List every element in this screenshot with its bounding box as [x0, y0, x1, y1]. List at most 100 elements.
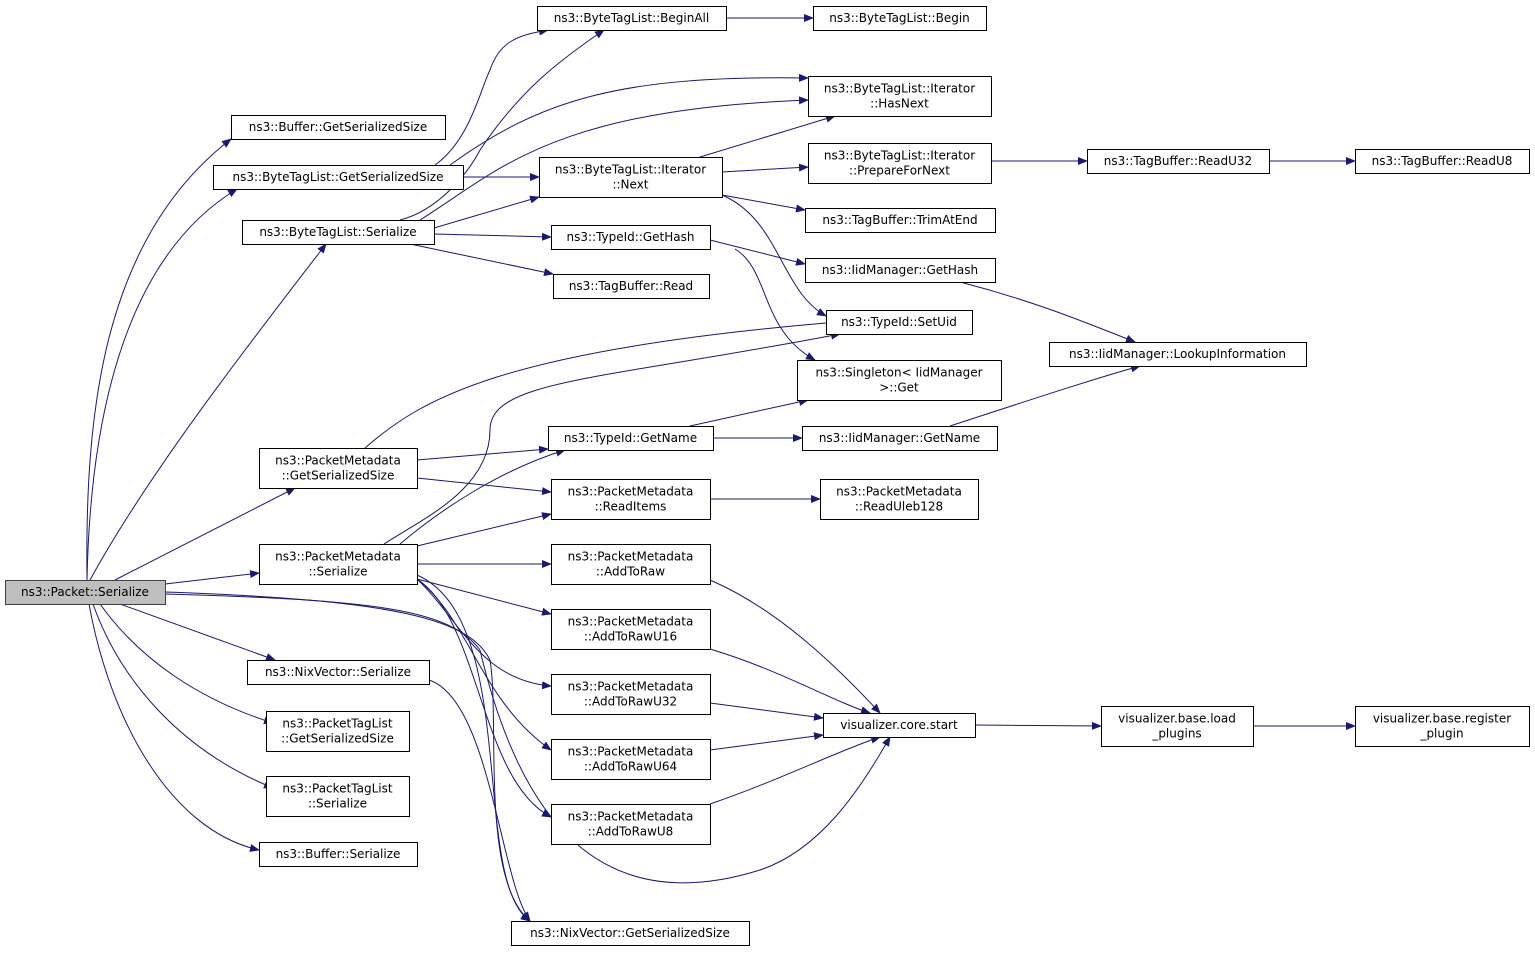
node-label: visualizer.core.start	[840, 718, 958, 732]
function-node-buffer_getsersize[interactable]: ns3::Buffer::GetSerializedSize	[231, 115, 446, 140]
function-node-typeid_getname[interactable]: ns3::TypeId::GetName	[548, 426, 714, 451]
call-edge-pm_serialize-to-pm_addtorawu16	[416, 578, 552, 616]
function-node-tb_read[interactable]: ns3::TagBuffer::Read	[553, 274, 710, 299]
call-edge-packet_serialize-to-pm_getsersize	[114, 487, 296, 581]
node-box	[266, 776, 410, 817]
node-box	[553, 274, 710, 299]
node-label: ns3::TypeId::SetUid	[841, 315, 957, 329]
call-edge-btl_serialize-to-tb_read	[409, 243, 554, 277]
call-edge-iid_getname-to-iid_lookup	[949, 364, 1141, 427]
function-node-btl_begin[interactable]: ns3::ByteTagList::Begin	[813, 6, 987, 31]
function-node-pm_addtorawu16[interactable]: ns3::PacketMetadata::AddToRawU16	[551, 609, 711, 650]
function-node-iid_getname[interactable]: ns3::IidManager::GetName	[802, 426, 998, 451]
node-label: ns3::ByteTagList::Iterator	[824, 82, 975, 96]
function-node-iid_lookup[interactable]: ns3::IidManager::LookupInformation	[1049, 342, 1307, 367]
function-node-pm_serialize[interactable]: ns3::PacketMetadata::Serialize	[259, 544, 418, 585]
node-box	[551, 674, 711, 715]
node-box	[823, 713, 976, 738]
node-label: ns3::Packet::Serialize	[21, 585, 149, 599]
node-label: ::ReadItems	[595, 500, 667, 514]
function-node-tb_readu8[interactable]: ns3::TagBuffer::ReadU8	[1355, 149, 1530, 174]
function-node-typeid_setuid[interactable]: ns3::TypeId::SetUid	[826, 310, 973, 335]
node-label: ns3::ByteTagList::BeginAll	[554, 11, 709, 25]
call-edge-typeid_getname-to-singleton_get	[689, 398, 809, 427]
call-edge-btl_serialize-to-btl_beginall	[399, 29, 605, 221]
function-node-nix_serialize[interactable]: ns3::NixVector::Serialize	[247, 660, 430, 685]
function-node-pm_readitems[interactable]: ns3::PacketMetadata::ReadItems	[551, 479, 711, 520]
node-label: ns3::PacketMetadata	[836, 485, 962, 499]
node-label: ns3::NixVector::Serialize	[265, 665, 411, 679]
function-node-btl_getsersize[interactable]: ns3::ByteTagList::GetSerializedSize	[213, 165, 464, 190]
nodes-layer: ns3::Packet::Serialize ns3::Buffer::GetSe…	[5, 6, 1530, 946]
function-node-ptl_serialize[interactable]: ns3::PacketTagList::Serialize	[266, 776, 410, 817]
node-label: ::Serialize	[308, 565, 367, 579]
function-node-ptl_getsersize[interactable]: ns3::PacketTagList::GetSerializedSize	[266, 711, 410, 752]
function-node-pm_addtorawu32[interactable]: ns3::PacketMetadata::AddToRawU32	[551, 674, 711, 715]
function-node-iid_gethash[interactable]: ns3::IidManager::GetHash	[805, 258, 996, 283]
node-label: ::GetSerializedSize	[282, 469, 395, 483]
node-box	[797, 360, 1002, 401]
function-node-typeid_gethash[interactable]: ns3::TypeId::GetHash	[551, 225, 711, 250]
node-box	[805, 208, 996, 233]
function-node-pm_addtorawu64[interactable]: ns3::PacketMetadata::AddToRawU64	[551, 739, 711, 780]
node-label: visualizer.base.register	[1373, 712, 1511, 726]
node-box	[511, 921, 750, 946]
node-label: ns3::PacketMetadata	[275, 454, 401, 468]
call-edge-packet_serialize-to-buffer_getsersize	[86, 138, 232, 581]
node-box	[808, 76, 992, 117]
node-label: ::HasNext	[870, 97, 929, 111]
function-node-tb_trimatend[interactable]: ns3::TagBuffer::TrimAtEnd	[805, 208, 996, 233]
call-edge-packet_serialize-to-ptl_getsersize	[99, 603, 274, 725]
function-node-btl_beginall[interactable]: ns3::ByteTagList::BeginAll	[537, 6, 727, 31]
node-box	[242, 220, 435, 245]
node-label: ::Next	[612, 178, 648, 192]
node-label: ns3::TypeId::GetHash	[566, 230, 694, 244]
call-edge-btl_serialize-to-typeid_gethash	[433, 232, 552, 241]
node-label: ns3::Singleton< IidManager	[815, 366, 982, 380]
call-edge-btl_it_next-to-typeid_setuid	[721, 194, 827, 317]
node-label: ns3::IidManager::GetHash	[822, 263, 978, 277]
function-node-btl_serialize[interactable]: ns3::ByteTagList::Serialize	[242, 220, 435, 245]
node-box	[551, 804, 711, 845]
call-edge-pm_serialize-to-pm_addtorawu32	[416, 578, 552, 690]
node-label: ns3::PacketMetadata	[568, 550, 694, 564]
function-node-tb_readu32[interactable]: ns3::TagBuffer::ReadU32	[1087, 149, 1270, 174]
node-box	[808, 143, 992, 184]
node-label: ns3::PacketMetadata	[568, 810, 694, 824]
node-label: ns3::TypeId::GetName	[564, 431, 697, 445]
function-node-btl_it_prepare[interactable]: ns3::ByteTagList::Iterator::PrepareForNe…	[808, 143, 992, 184]
node-label: ::PrepareForNext	[849, 164, 950, 178]
function-node-viz_register_plugin[interactable]: visualizer.base.register_plugin	[1355, 706, 1530, 747]
call-edge-pm_addtorawu32-to-viz_core_start	[709, 702, 824, 721]
node-box	[551, 609, 711, 650]
node-label: ::GetSerializedSize	[281, 732, 394, 746]
node-box	[551, 739, 711, 780]
function-node-viz_load_plugins[interactable]: visualizer.base.load_plugins	[1101, 706, 1254, 747]
function-node-buffer_serialize[interactable]: ns3::Buffer::Serialize	[259, 842, 418, 867]
node-label: ::AddToRawU16	[584, 630, 677, 644]
call-edge-packet_serialize-to-btl_serialize	[89, 243, 327, 581]
function-node-singleton_get[interactable]: ns3::Singleton< IidManager>::Get	[797, 360, 1002, 401]
node-label: ns3::PacketMetadata	[568, 615, 694, 629]
call-edge-btl_getsersize-to-btl_beginall	[434, 27, 549, 166]
node-label: ns3::TagBuffer::ReadU8	[1372, 154, 1513, 168]
function-node-viz_core_start[interactable]: visualizer.core.start	[823, 713, 976, 738]
function-node-pm_getsersize[interactable]: ns3::PacketMetadata::GetSerializedSize	[259, 448, 418, 489]
function-node-packet_serialize[interactable]: ns3::Packet::Serialize	[5, 580, 166, 605]
function-node-btl_it_hasnext[interactable]: ns3::ByteTagList::Iterator::HasNext	[808, 76, 992, 117]
node-box	[259, 842, 418, 867]
call-edge-packet_serialize-to-buffer_serialize	[88, 603, 260, 852]
function-node-btl_it_next[interactable]: ns3::ByteTagList::Iterator::Next	[539, 157, 723, 198]
function-node-pm_addtorawu8[interactable]: ns3::PacketMetadata::AddToRawU8	[551, 804, 711, 845]
function-node-nix_getsersize[interactable]: ns3::NixVector::GetSerializedSize	[511, 921, 750, 946]
node-box	[820, 479, 979, 520]
call-edge-btl_it_next-to-btl_it_prepare	[721, 163, 809, 173]
function-node-pm_readuleb[interactable]: ns3::PacketMetadata::ReadUleb128	[820, 479, 979, 520]
node-box	[805, 258, 996, 283]
call-edge-pm_addtoraw-to-viz_core_start	[709, 579, 881, 714]
call-edge-pm_serialize-to-pm_readitems	[416, 512, 552, 547]
node-label: >::Get	[879, 381, 919, 395]
function-node-pm_addtoraw[interactable]: ns3::PacketMetadata::AddToRaw	[551, 544, 711, 585]
call-edge-btl_serialize-to-btl_it_hasnext	[419, 96, 809, 221]
